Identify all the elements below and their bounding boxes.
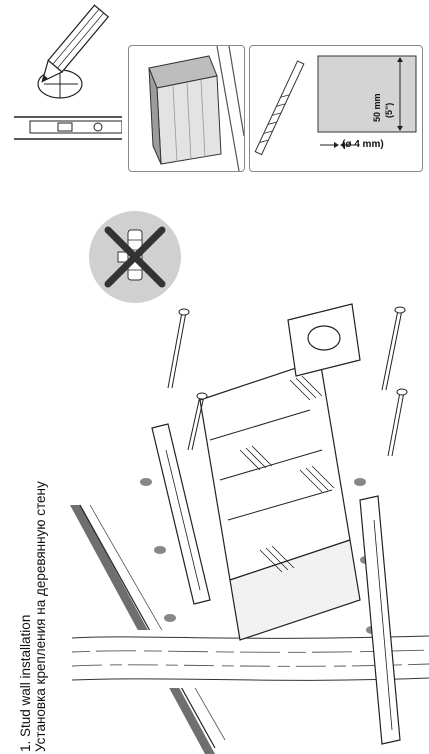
title-line-ru: Установка крепления на деревянную стену — [33, 481, 48, 752]
depth-mm-label: 50 mm — [372, 93, 382, 122]
drill-diameter-label: (ø 4 mm) — [342, 139, 384, 150]
bracket-installation-illustration — [60, 300, 429, 754]
pencil-mark-icon — [14, 4, 122, 140]
wood-stud-icon — [148, 46, 244, 171]
step-stud-panel — [128, 45, 245, 172]
wall-mount-bracket-icon — [70, 303, 429, 754]
step-mark-pencil — [10, 0, 122, 155]
no-wall-anchor-icon — [89, 211, 181, 303]
no-anchor-warning — [88, 210, 182, 304]
step-drill-panel: 50 mm (5") (ø 4 mm) — [249, 45, 423, 172]
title-line-en: 1. Stud wall installation — [18, 614, 33, 752]
depth-inch-label: (5") — [384, 102, 394, 118]
instruction-title: 1. Stud wall installation Установка креп… — [18, 372, 62, 752]
drill-bit-icon — [254, 55, 417, 156]
